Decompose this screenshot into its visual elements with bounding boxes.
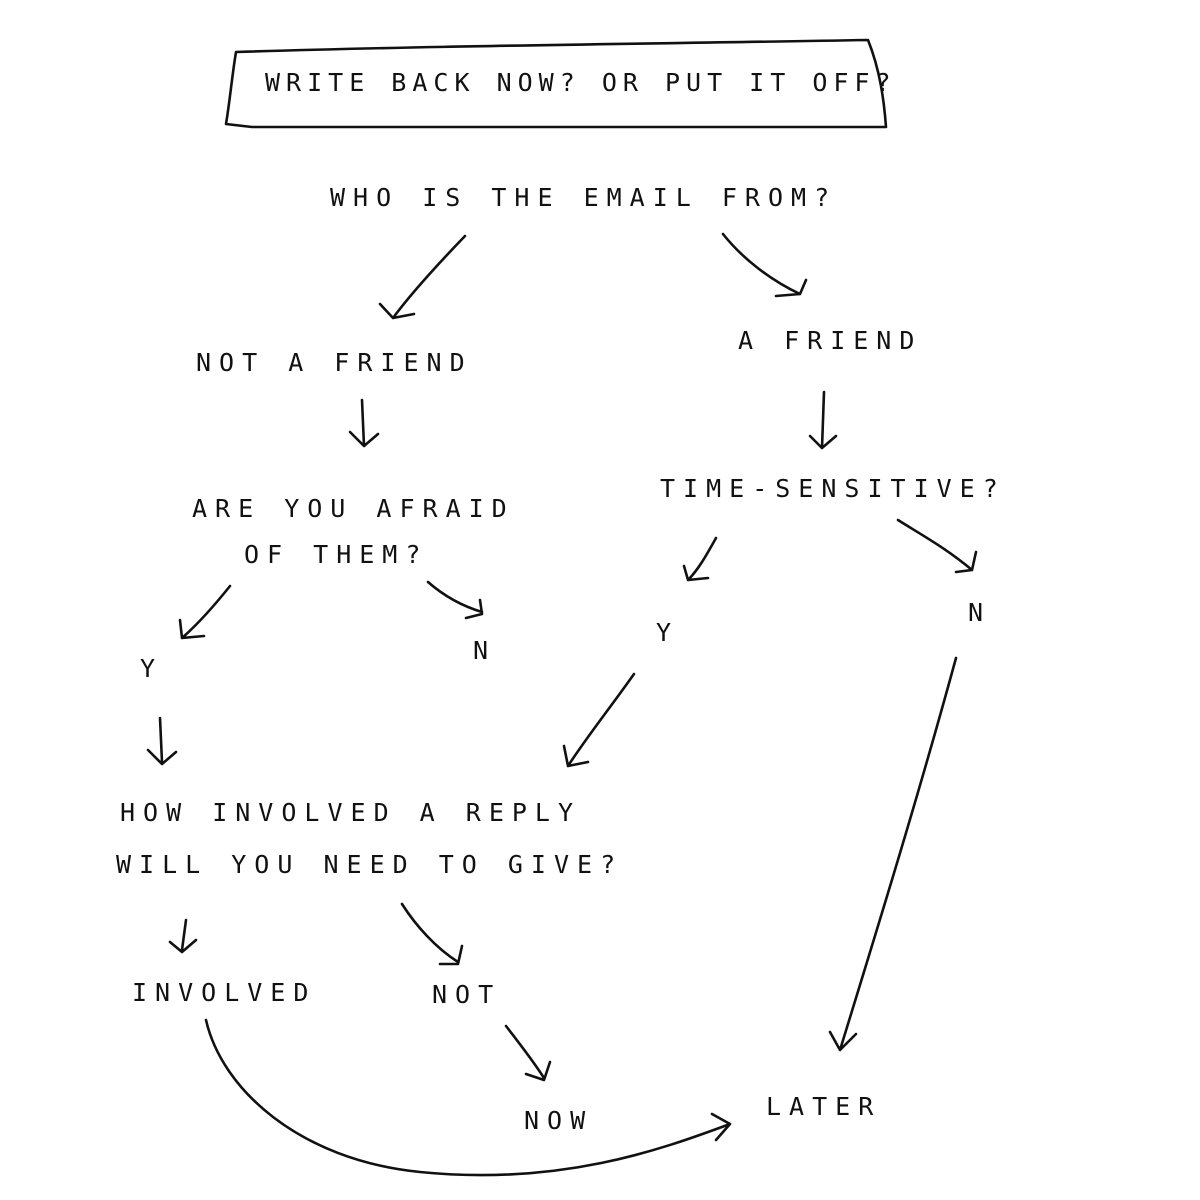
arrow-to-time-sensitive [808,390,838,450]
answer-time-no: N [968,598,992,627]
arrow-to-friend [721,232,808,298]
arrow-afraid-yes [178,584,232,640]
question-afraid-line1: ARE YOU AFRAID [192,494,515,523]
question-involved-line2: WILL YOU NEED TO GIVE? [116,850,624,879]
question-involved-line1: HOW INVOLVED A REPLY [120,798,582,827]
node-not-involved: NOT [432,980,502,1009]
outcome-now: NOW [524,1106,594,1135]
arrow-time-no [896,518,978,574]
arrow-yes-to-involved [146,716,178,766]
answer-time-yes: Y [656,618,680,647]
arrow-to-involved [168,918,198,954]
question-time-sensitive: TIME-SENSITIVE? [660,474,1006,503]
question-sender: WHO IS THE EMAIL FROM? [330,183,838,212]
arrow-to-not [400,902,464,966]
node-friend: A FRIEND [738,326,923,355]
arrow-time-yes [682,536,718,582]
arrow-afraid-no [426,580,484,620]
answer-afraid-yes: Y [140,654,164,683]
node-not-friend: NOT A FRIEND [196,348,473,377]
page-title: WRITE BACK NOW? OR PUT IT OFF? [265,68,897,97]
arrow-to-afraid [348,398,380,448]
answer-afraid-no: N [473,636,497,665]
question-afraid-line2: OF THEM? [244,540,429,569]
node-involved: INVOLVED [132,978,317,1007]
arrow-time-yes-to-involved [562,672,636,768]
outcome-later: LATER [766,1092,882,1121]
arrow-involved-to-later [204,1018,732,1177]
arrow-to-not-friend [378,234,467,320]
title-box [224,38,888,129]
arrow-time-no-to-later [828,656,958,1052]
arrow-not-to-now [504,1024,552,1082]
